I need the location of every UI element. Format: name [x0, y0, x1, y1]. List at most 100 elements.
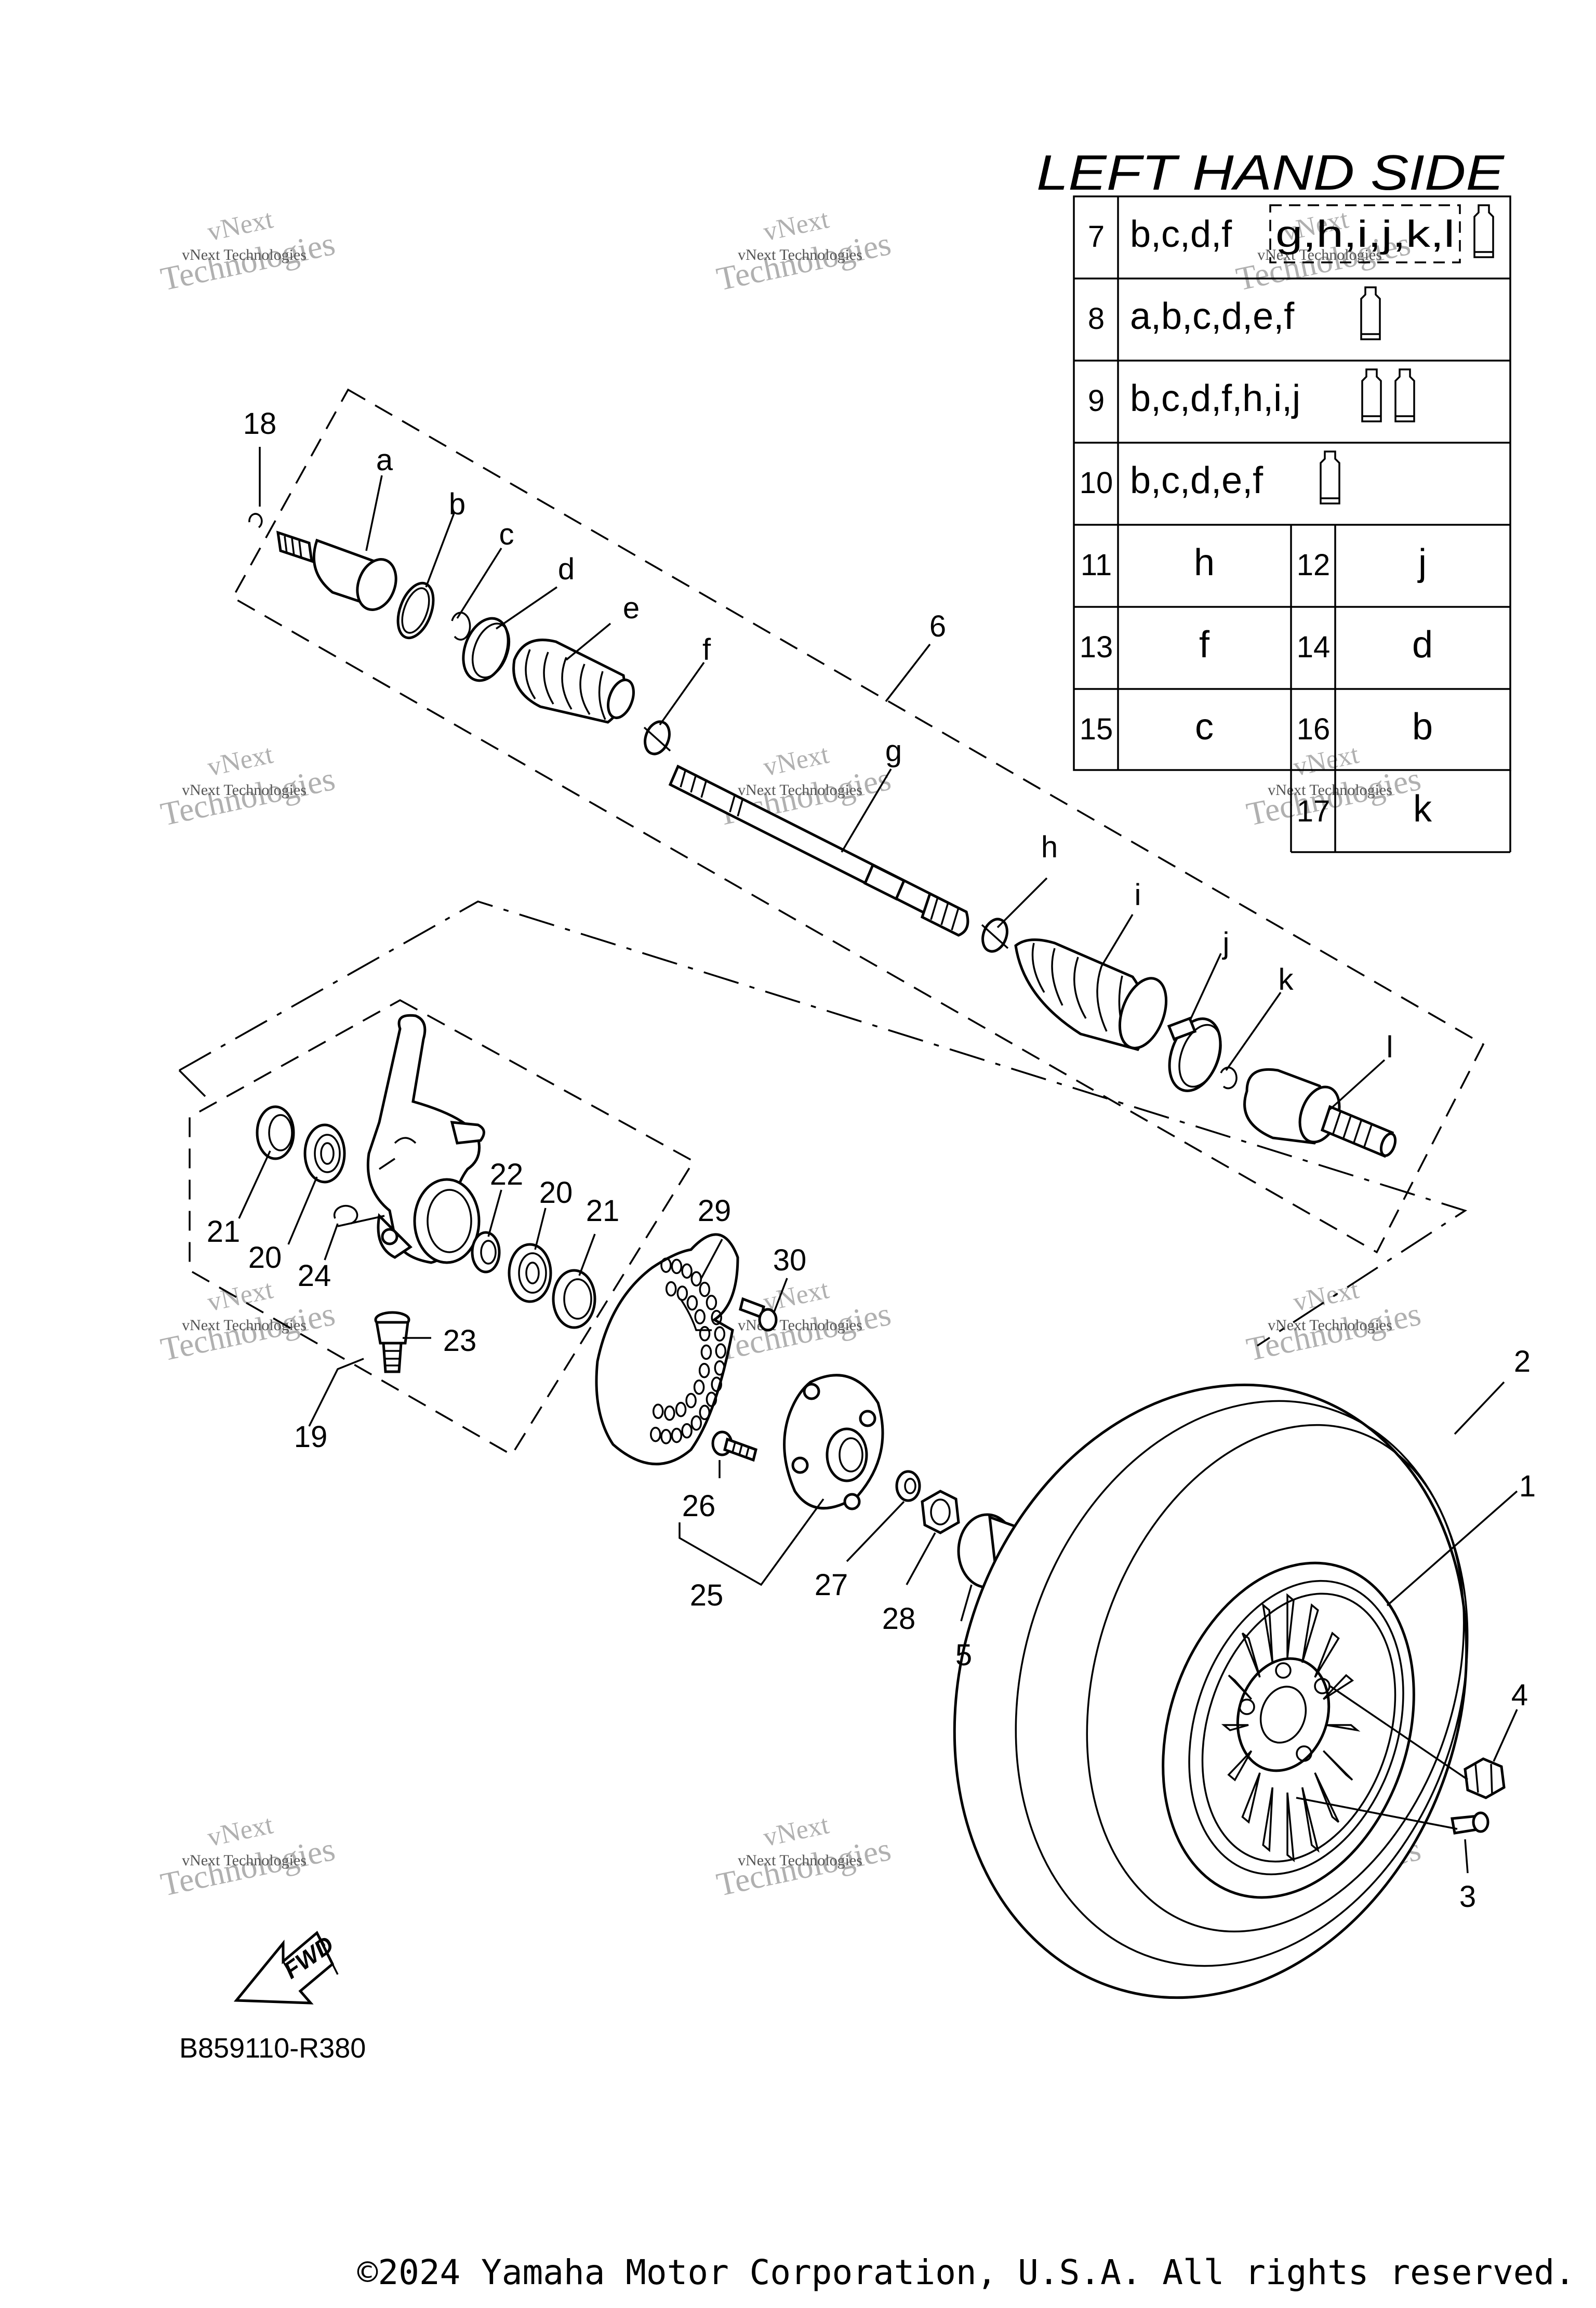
callout-i: i: [1135, 878, 1141, 912]
row-parts: b,c,d,f,h,i,j: [1130, 378, 1300, 419]
disc-hole: [664, 1405, 675, 1421]
disc-hole: [699, 1404, 711, 1421]
oil-seal-left: [256, 1105, 295, 1160]
washer-27-hole: [904, 1478, 916, 1494]
disc-hole: [660, 1429, 672, 1444]
rim-spoke: [1262, 1787, 1274, 1852]
axle-assembly-frame-left: [178, 1069, 206, 1097]
svg-text:vNext Technologies: vNext Technologies: [738, 1317, 862, 1334]
disc-hole: [665, 1281, 677, 1297]
bearing-right: [508, 1243, 552, 1303]
boot-e: [512, 639, 635, 724]
callout-6: 6: [929, 609, 946, 643]
disc-hole: [676, 1285, 688, 1301]
ball-joint-23: [374, 1311, 410, 1373]
disc-hole: [675, 1401, 687, 1417]
boot-band-f: [643, 720, 671, 755]
disc-hole: [690, 1415, 702, 1431]
axle-assembly-frame: [179, 900, 1468, 1347]
rim-spoke: [1221, 1724, 1249, 1731]
callout-2: 2: [1514, 1345, 1531, 1378]
row-part: b: [1412, 706, 1433, 748]
lug-nut-4: [1464, 1757, 1506, 1799]
watermark: vNext Technologies vNext Technologies: [713, 204, 894, 298]
disc-hole: [699, 1326, 711, 1342]
svg-text:vNext Technologies: vNext Technologies: [182, 1317, 307, 1334]
wheel-rim-1: [1162, 1561, 1415, 1899]
grease-tube-icon: [1320, 450, 1340, 505]
disc-hole: [714, 1360, 726, 1376]
clip-k: [1220, 1066, 1238, 1090]
disc-hole: [699, 1281, 711, 1297]
row-parts: b,c,d,f: [1130, 214, 1232, 255]
disc-hole: [714, 1326, 726, 1342]
bearing-left: [303, 1123, 346, 1184]
boot-band-j: [1167, 1016, 1222, 1092]
disc-hole: [694, 1309, 706, 1324]
svg-text:vNext Technologies: vNext Technologies: [1268, 781, 1392, 799]
svg-text:vNext Technologies: vNext Technologies: [738, 781, 862, 799]
clip-c: [451, 612, 471, 641]
diagram-code: B859110-R380: [179, 2033, 366, 2064]
row-number: 15: [1080, 712, 1113, 746]
callout-26: 26: [682, 1489, 716, 1523]
drive-shaft-g: [668, 764, 969, 937]
rim-spoke: [1241, 1632, 1261, 1678]
disc-hole: [650, 1426, 661, 1442]
callout-23: 23: [443, 1324, 477, 1358]
row-part: d: [1412, 624, 1433, 666]
leader-lines: [238, 447, 1518, 1874]
row-part: f: [1199, 624, 1210, 666]
watermark: vNext Technologies vNext Technologies: [713, 1810, 894, 1903]
watermark: vNext Technologies vNext Technologies: [157, 1810, 338, 1903]
watermark: vNext Technologies vNext Technologies: [713, 1275, 894, 1368]
oil-seal-right: [552, 1269, 596, 1329]
svg-text:vNext Technologies: vNext Technologies: [1257, 246, 1382, 263]
disc-hole: [711, 1309, 722, 1325]
rim-spoke: [1228, 1674, 1253, 1700]
disc-hole: [671, 1258, 683, 1275]
rim-spoke: [1261, 1602, 1274, 1663]
row-part: c: [1195, 706, 1214, 748]
callout-3: 3: [1459, 1880, 1476, 1914]
row-number: 9: [1088, 384, 1105, 418]
circlip-small: [248, 513, 263, 528]
grease-tube-icon: [1360, 286, 1381, 340]
callout-1: 1: [1519, 1469, 1536, 1503]
bolt-30: [739, 1297, 778, 1332]
disc-hole: [715, 1343, 727, 1359]
row-number: 11: [1081, 548, 1112, 582]
rim-spoke: [1301, 1787, 1320, 1853]
disc-hole: [681, 1263, 693, 1279]
rim-spoke: [1323, 1674, 1354, 1700]
rim-spoke: [1326, 1724, 1361, 1732]
spacer-22-hole: [480, 1240, 497, 1265]
rim-spoke: [1227, 1750, 1253, 1782]
callout-k: k: [1279, 963, 1294, 997]
rim-spoke: [1314, 1772, 1340, 1823]
drive-shaft-group-frame: [231, 388, 1485, 1254]
row-part: k: [1413, 788, 1432, 830]
left-hand-side-table: LEFT HAND SIDE 7 b,c,d,f g,h,i,j,k,l 8 a…: [1036, 145, 1511, 853]
rim-spoke: [1286, 1792, 1295, 1863]
callout-20-left: 20: [248, 1241, 282, 1275]
grease-tube-icon: [1361, 368, 1382, 422]
svg-text:vNext Technologies: vNext Technologies: [182, 246, 307, 263]
callout-21-right: 21: [586, 1194, 620, 1228]
rim-spoke: [1241, 1772, 1261, 1824]
callout-18: 18: [243, 407, 277, 441]
callout-b: b: [449, 487, 466, 521]
row-number: 8: [1088, 302, 1105, 336]
row-number: 12: [1297, 548, 1331, 582]
svg-text:vNext Technologies: vNext Technologies: [182, 1852, 307, 1869]
callout-29: 29: [698, 1194, 732, 1228]
row-part: h: [1194, 542, 1215, 583]
disc-hole: [652, 1403, 664, 1420]
watermark: vNext Technologies vNext Technologies: [1243, 1275, 1424, 1368]
row-part: j: [1417, 542, 1427, 583]
snap-ring-b: [396, 581, 435, 640]
row-parts: a,b,c,d,e,f: [1130, 296, 1295, 337]
disc-hole: [706, 1391, 717, 1407]
row-number: 14: [1297, 630, 1331, 664]
wheel-hub: [783, 1374, 884, 1510]
